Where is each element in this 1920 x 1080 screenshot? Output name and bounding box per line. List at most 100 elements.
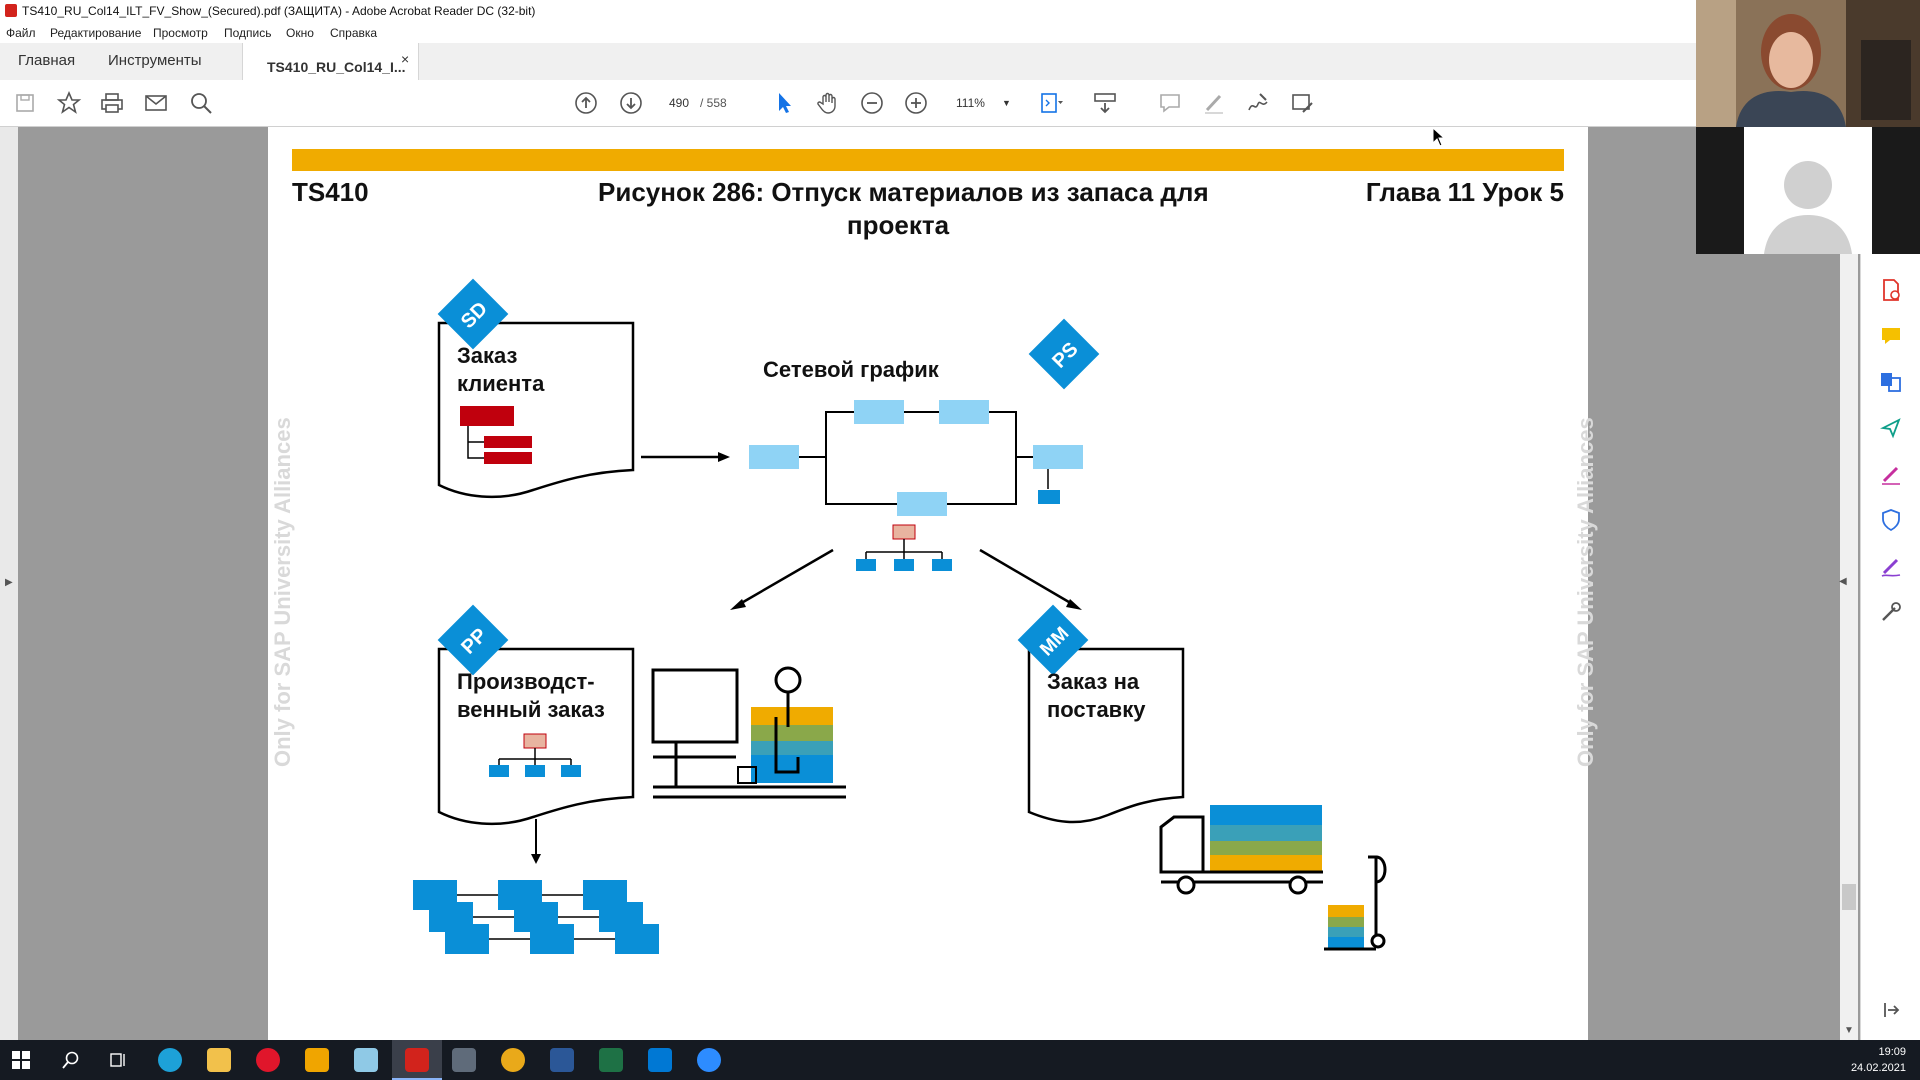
zoom-value: 111% [956,96,985,110]
select-cursor-icon[interactable] [771,90,797,116]
zoom-app-icon[interactable] [697,1048,721,1072]
scrollbar-thumb[interactable] [1842,884,1856,910]
chapter-label: Глава 11 Урок 5 [1365,177,1564,207]
menu-window[interactable]: Окно [286,26,314,40]
badge-pp: PP [437,604,509,676]
file-explorer-app-icon[interactable] [207,1048,231,1072]
export-pdf-icon[interactable] [1879,370,1903,394]
edge-app-icon[interactable] [158,1048,182,1072]
zoom-in-icon[interactable] [903,90,929,116]
menu-help[interactable]: Справка [330,26,378,40]
menu-bar: Файл Редактирование Просмотр Подпись Окн… [0,22,1696,43]
purchase-order-document [1027,647,1185,824]
fill-sign-icon[interactable] [1879,462,1903,486]
badge-ps: PS [1028,318,1100,390]
notepad-app-icon[interactable] [354,1048,378,1072]
webcam-participant-tile [1696,127,1920,254]
truck-illustration [1159,805,1323,895]
window-title: TS410_RU_Col14_ILT_FV_Show_(Secured).pdf… [22,4,536,18]
label-network: Сетевой график [763,357,939,382]
close-tab-icon[interactable]: × [401,51,410,67]
figure-title-line2: проекта [846,210,950,240]
badge-mm: MM [1017,604,1089,676]
taskbar-search-icon[interactable] [62,1051,80,1069]
expand-left-panel-icon[interactable]: ▶ [5,577,13,588]
label-purchase-order: Заказ на поставку [1047,669,1146,722]
process-diagram: SD PS PP MM [413,278,1387,954]
acrobat-taskbar-active[interactable] [392,1040,442,1080]
task-view-icon[interactable] [110,1051,128,1069]
hand-tool-icon[interactable] [815,90,841,116]
next-page-icon[interactable] [618,90,644,116]
word-app-icon[interactable] [550,1048,574,1072]
acrobat-app-icon [405,1048,429,1072]
sign-pen-icon[interactable] [1879,554,1903,578]
presenter-video-frame [1696,0,1920,127]
course-code: TS410 [292,177,369,207]
tab-bar: Главная Инструменты TS410_RU_Col14_I... … [0,43,1696,81]
acrobat-icon [5,4,17,17]
search-icon[interactable] [188,90,214,116]
menu-file[interactable]: Файл [6,26,36,40]
collapse-right-panel-icon[interactable]: ◀ [1839,576,1847,587]
zoom-select[interactable]: 111% ▼ [944,92,1014,114]
page-total: / 558 [700,96,727,110]
zoom-out-icon[interactable] [859,90,885,116]
windows-taskbar: 19:09 24.02.2021 [0,1040,1920,1080]
pdf-page: TS410 Рисунок 286: Отпуск материалов из … [268,127,1598,1040]
fit-page-icon[interactable] [1038,90,1064,116]
worker-at-computer-illustration [651,666,846,799]
notes-app-icon[interactable] [305,1048,329,1072]
accent-bar [292,149,1564,171]
bookmark-star-icon[interactable] [56,90,82,116]
excel-app-icon[interactable] [599,1048,623,1072]
clock-time: 19:09 [1878,1046,1906,1058]
tab-tools[interactable]: Инструменты [108,52,202,69]
chrome-app-icon[interactable] [501,1048,525,1072]
menu-sign[interactable]: Подпись [224,26,272,40]
previous-page-icon[interactable] [573,90,599,116]
comment-tool-icon[interactable] [1879,324,1903,348]
outlook-app-icon[interactable] [648,1048,672,1072]
badge-sd: SD [437,278,509,350]
mouse-cursor-icon [1432,127,1446,147]
label-sales-order: Заказ клиента [457,343,545,396]
save-icon[interactable] [12,90,38,116]
more-tools-icon[interactable] [1289,90,1315,116]
tab-document[interactable]: TS410_RU_Col14_I... × [242,43,419,80]
scroll-down-icon[interactable]: ▼ [1844,1025,1854,1036]
email-icon[interactable] [143,90,169,116]
title-bar: TS410_RU_Col14_ILT_FV_Show_(Secured).pdf… [0,0,1696,22]
highlight-pen-icon[interactable] [1201,90,1227,116]
clock-date: 24.02.2021 [1850,1062,1906,1074]
tab-document-label: TS410_RU_Col14_I... [267,59,406,75]
menu-view[interactable]: Просмотр [153,26,208,40]
sign-icon[interactable] [1245,90,1271,116]
scroll-mode-icon[interactable] [1092,90,1118,116]
opera-app-icon[interactable] [256,1048,280,1072]
tab-home[interactable]: Главная [18,52,76,69]
calculator-app-icon[interactable] [452,1048,476,1072]
create-pdf-icon[interactable] [1879,278,1903,302]
toolbar: 490 / 558 111% ▼ [0,80,1696,127]
label-production-order: Производст-венный заказ [457,669,605,722]
windows-start-icon[interactable] [12,1051,30,1069]
collapse-panel-icon[interactable] [1879,998,1903,1022]
chevron-down-icon: ▼ [1002,98,1011,108]
protect-shield-icon[interactable] [1879,508,1903,532]
components-cluster [413,880,659,954]
comment-icon[interactable] [1157,90,1183,116]
active-indicator [392,1078,442,1080]
figure-title: Рисунок 286: Отпуск материалов из запаса… [598,177,1209,207]
send-track-icon[interactable] [1879,416,1903,440]
right-tools-panel: ◀ [1839,254,1920,1040]
more-tools-add-icon[interactable] [1879,600,1903,624]
page-number-input[interactable]: 490 [668,96,690,110]
left-panel-strip: ▶ [0,127,18,1040]
webcam-presenter-video [1696,0,1920,127]
vertical-scrollbar[interactable]: ▼ [1840,254,1858,1040]
avatar [1744,127,1872,254]
menu-edit[interactable]: Редактирование [50,26,142,40]
system-clock[interactable]: 19:09 24.02.2021 [1851,1044,1906,1076]
print-icon[interactable] [99,90,125,116]
